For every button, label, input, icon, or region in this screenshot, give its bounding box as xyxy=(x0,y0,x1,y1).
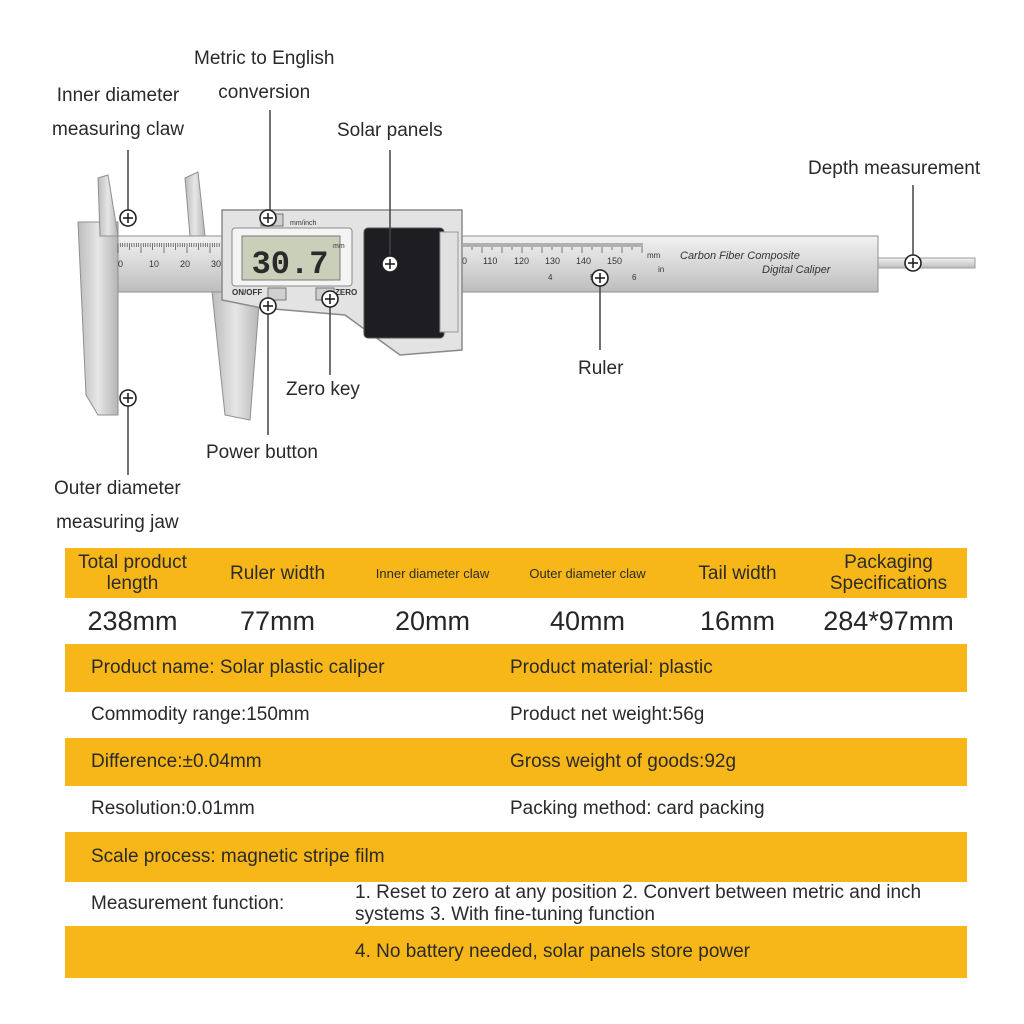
crosshair-icon xyxy=(904,254,922,272)
callout-ruler: Ruler xyxy=(578,358,624,379)
scale-label: 120 xyxy=(514,256,529,266)
info-measurement-text-2: 4. No battery needed, solar panels store… xyxy=(355,926,967,978)
callout-conversion-l1: Metric to English xyxy=(194,48,335,69)
crosshair-icon xyxy=(591,269,609,287)
info-measurement-label: Measurement function: xyxy=(65,882,355,926)
info-resolution: Resolution:0.01mm xyxy=(65,786,510,832)
movable-inner-claw xyxy=(184,171,206,237)
info-scale-process: Scale process: magnetic stripe film xyxy=(65,832,967,882)
info-net-weight: Product net weight:56g xyxy=(510,692,967,738)
info-product-name: Product name: Solar plastic caliper xyxy=(65,644,510,692)
fixed-outer-jaw xyxy=(77,221,119,416)
header-total-length-l1: Total product xyxy=(78,552,187,573)
info-row-7: 4. No battery needed, solar panels store… xyxy=(65,926,967,978)
callout-conversion: Metric to English conversion xyxy=(194,42,334,110)
inch-label: 4 xyxy=(548,273,553,282)
crosshair-icon xyxy=(119,209,137,227)
scale-label: 130 xyxy=(545,256,560,266)
info-row-7-spacer xyxy=(65,926,355,978)
header-inner-claw: Inner diameter claw xyxy=(355,548,510,598)
info-material: Product material: plastic xyxy=(510,644,967,692)
callout-power: Power button xyxy=(206,442,318,463)
header-ruler-width: Ruler width xyxy=(200,548,355,598)
info-packing: Packing method: card packing xyxy=(510,786,967,832)
inch-label: 6 xyxy=(632,273,637,282)
header-packaging-l2: Specifications xyxy=(829,573,948,594)
value-inner-claw: 20mm xyxy=(355,598,510,644)
slider-vernier xyxy=(439,231,459,333)
info-row-4: Resolution:0.01mm Packing method: card p… xyxy=(65,786,967,832)
mode-label: mm/inch xyxy=(290,220,317,227)
info-difference: Difference:±0.04mm xyxy=(65,738,510,786)
crosshair-icon xyxy=(259,209,277,227)
scale-label: 110 xyxy=(483,256,497,266)
scale-label: 30 xyxy=(211,259,221,269)
info-gross-weight: Gross weight of goods:92g xyxy=(510,738,967,786)
lcd-digits: 30.7 xyxy=(252,246,329,283)
unit-in: in xyxy=(658,265,664,274)
scale-label: 140 xyxy=(576,256,591,266)
scale-label: 20 xyxy=(180,259,190,269)
spec-values-row: 238mm 77mm 20mm 40mm 16mm 284*97mm xyxy=(65,598,967,644)
lcd-unit: mm xyxy=(333,243,345,250)
power-button-shape xyxy=(267,287,287,301)
left-scale: 0 10 20 30 xyxy=(117,243,221,269)
lcd-screen xyxy=(241,235,341,281)
callout-outer-jaw-l1: Outer diameter xyxy=(54,478,181,499)
callout-outer-jaw: Outer diameter measuring jaw xyxy=(54,472,181,540)
fixed-inner-claw xyxy=(97,174,119,237)
zero-label: ZERO xyxy=(335,288,357,297)
value-packaging: 284*97mm xyxy=(810,598,967,644)
info-row-2: Commodity range:150mm Product net weight… xyxy=(65,692,967,738)
solar-panel xyxy=(363,227,445,339)
brand-line-2: Digital Caliper xyxy=(762,264,832,276)
movable-outer-jaw xyxy=(211,291,261,421)
callout-outer-jaw-l2: measuring jaw xyxy=(56,512,179,533)
crosshair-icon xyxy=(321,290,339,308)
scale-label: 150 xyxy=(607,256,622,266)
callout-conversion-l2: conversion xyxy=(218,82,311,103)
header-packaging-l1: Packaging xyxy=(844,552,933,573)
callout-zero-key: Zero key xyxy=(286,379,360,400)
value-tail-width: 16mm xyxy=(665,598,810,644)
value-outer-claw: 40mm xyxy=(510,598,665,644)
header-total-length-l2: length xyxy=(106,573,159,594)
callout-lines xyxy=(127,110,914,475)
info-measurement-text: 1. Reset to zero at any position 2. Conv… xyxy=(355,882,967,926)
value-total-length: 238mm xyxy=(65,598,200,644)
value-ruler-width: 77mm xyxy=(200,598,355,644)
callout-inner-claw: Inner diameter measuring claw xyxy=(52,79,184,147)
callout-inner-claw-l1: Inner diameter xyxy=(56,85,180,106)
header-tail-width: Tail width xyxy=(665,548,810,598)
info-row-6: Measurement function: 1. Reset to zero a… xyxy=(65,882,967,926)
crosshair-icon xyxy=(381,255,399,273)
crosshair-icon xyxy=(119,389,137,407)
info-row-1: Product name: Solar plastic caliper Prod… xyxy=(65,644,967,692)
crosshair-icon xyxy=(259,297,277,315)
callout-inner-claw-l2: measuring claw xyxy=(52,119,184,140)
unit-mm: mm xyxy=(647,251,661,260)
brand-line-1: Carbon Fiber Composite xyxy=(680,250,800,262)
callout-depth: Depth measurement xyxy=(808,158,981,179)
info-row-5: Scale process: magnetic stripe film xyxy=(65,832,967,882)
info-row-3: Difference:±0.04mm Gross weight of goods… xyxy=(65,738,967,786)
header-outer-claw: Outer diameter claw xyxy=(510,548,665,598)
callout-solar: Solar panels xyxy=(337,120,443,141)
info-range: Commodity range:150mm xyxy=(65,692,510,738)
callout-markers xyxy=(119,209,922,407)
on-off-label: ON/OFF xyxy=(232,288,262,297)
scale-label: 10 xyxy=(149,259,159,269)
scale-label: 0 xyxy=(118,259,123,269)
